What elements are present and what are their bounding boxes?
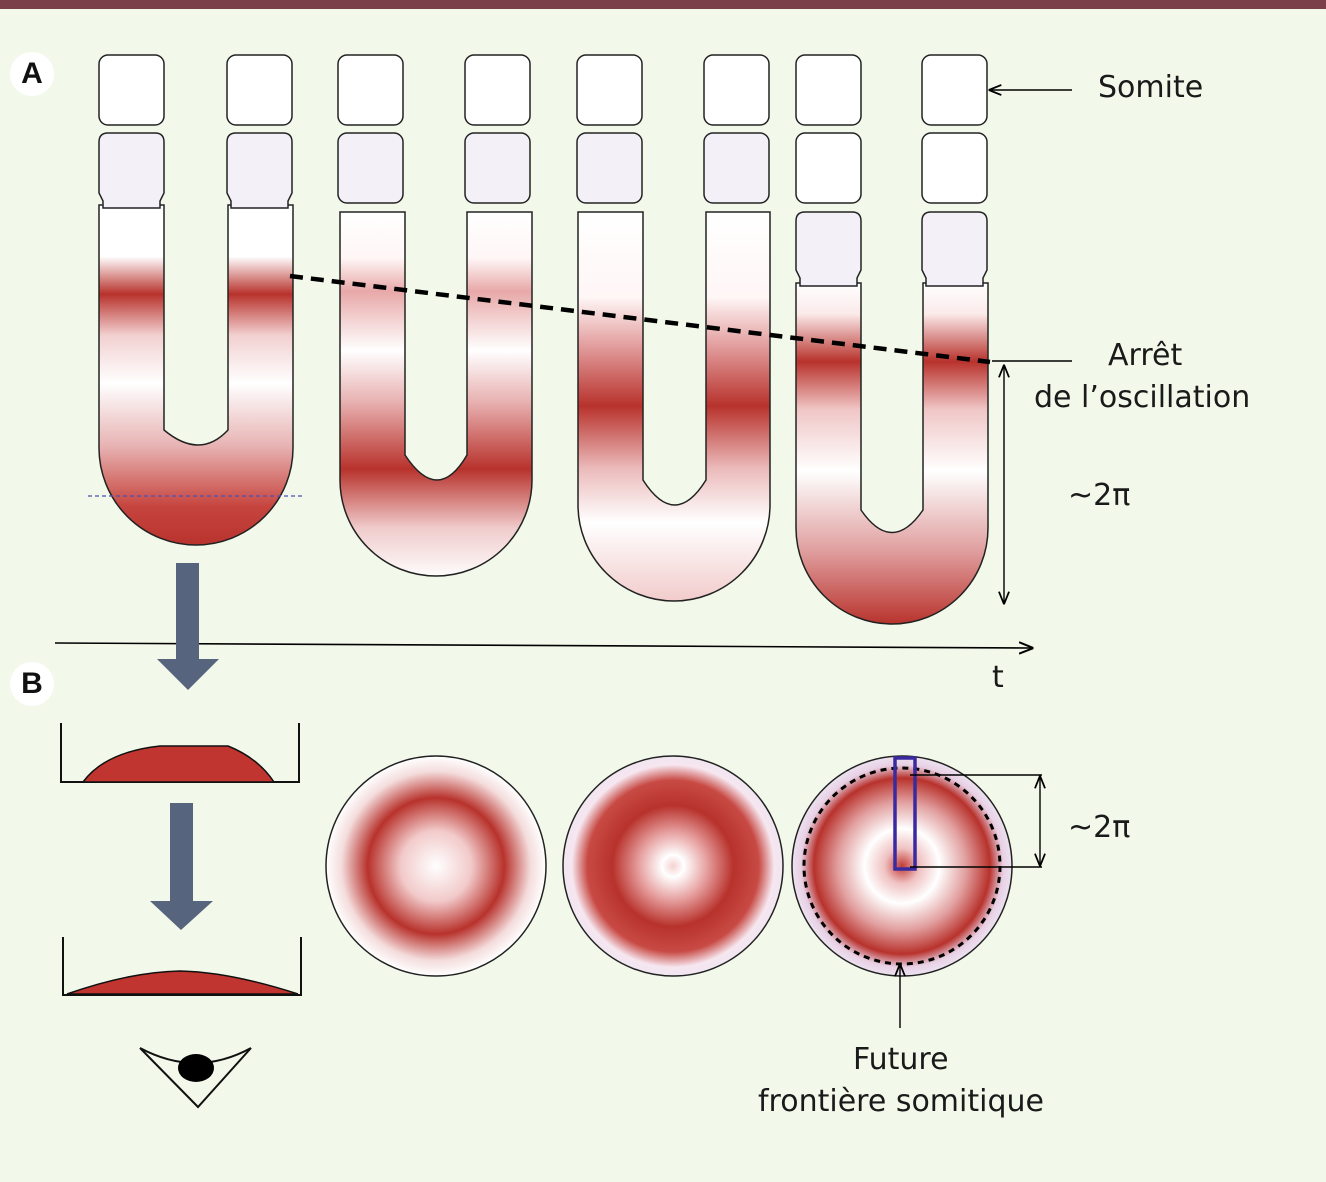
psm-tube-3	[577, 211, 771, 602]
explant-disc-1	[325, 755, 547, 977]
time-axis-label: t	[992, 660, 1004, 695]
highlight-box	[893, 756, 917, 871]
somite-4-left	[795, 54, 862, 126]
future-boundary-dashed-ring	[802, 766, 1002, 966]
psm-tube-1	[98, 204, 294, 546]
somite-label: Somite	[1098, 70, 1204, 105]
view-arrow-2	[150, 803, 213, 930]
somite-3-left-b	[576, 132, 643, 204]
two-pi-b-label: ~2π	[1068, 810, 1131, 845]
eye-icon	[139, 1047, 252, 1109]
psm-tube-2	[339, 211, 533, 577]
view-arrow-1	[157, 563, 219, 690]
forming-somite-4	[795, 211, 988, 287]
somite-2-right	[464, 54, 531, 126]
explant-disc-3	[791, 755, 1013, 977]
somite-3-right-b	[703, 132, 770, 204]
forming-somite-1	[98, 132, 293, 209]
arrest-label-line2: de l’oscillation	[1034, 380, 1251, 415]
somite-blocks	[98, 54, 988, 204]
somite-2-left-b	[337, 132, 404, 204]
top-border	[0, 0, 1326, 9]
boundary-label-line2: frontière somitique	[758, 1084, 1044, 1119]
somite-1-left	[98, 54, 165, 126]
somite-4-right-b	[921, 132, 988, 204]
panel-b-badge: B	[10, 662, 54, 706]
somite-3-right	[703, 54, 770, 126]
panel-a-badge: A	[10, 52, 54, 96]
somite-4-right	[921, 54, 988, 126]
arrest-dashed-line	[289, 273, 991, 365]
explant-disc-2	[562, 755, 784, 977]
psm-tube-4	[795, 282, 989, 625]
somite-1-right	[226, 54, 293, 126]
well-2	[62, 937, 302, 996]
boundary-label-line1: Future	[853, 1042, 949, 1077]
arrest-label-line1: Arrêt	[1108, 338, 1183, 373]
well-1	[60, 723, 300, 783]
two-pi-a-label: ~2π	[1068, 478, 1131, 513]
somite-4-left-b	[795, 132, 862, 204]
time-axis	[54, 643, 1032, 648]
somite-2-left	[337, 54, 404, 126]
somite-3-left	[576, 54, 643, 126]
somite-2-right-b	[464, 132, 531, 204]
